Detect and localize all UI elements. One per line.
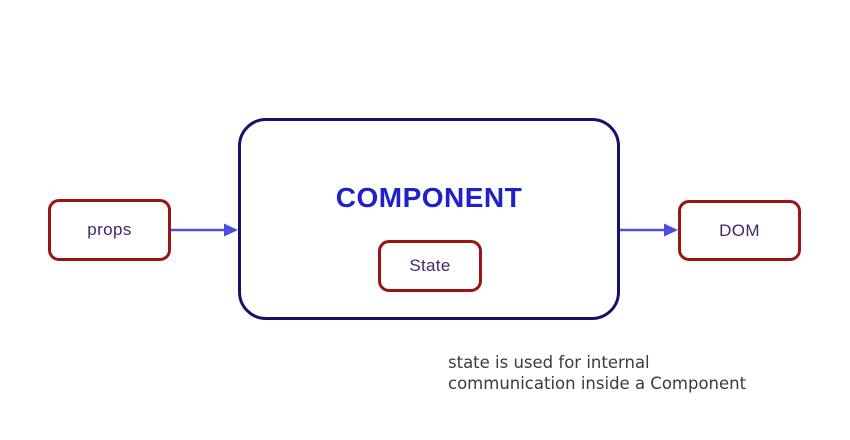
caption-line-2: communication inside a Component	[448, 374, 747, 393]
caption-line-1: state is used for internal	[448, 353, 650, 372]
node-props-label: props	[87, 220, 132, 239]
arrow-component-to-dom-icon	[620, 223, 678, 237]
node-state: State	[378, 240, 482, 292]
arrow-props-to-component-icon	[171, 223, 238, 237]
node-component: COMPONENT State	[238, 118, 620, 320]
node-component-label: COMPONENT	[335, 182, 523, 213]
node-state-label: State	[409, 256, 451, 275]
node-props: props	[48, 199, 171, 261]
node-dom: DOM	[678, 200, 801, 261]
caption: state is used for internal communication…	[448, 352, 746, 394]
node-dom-label: DOM	[719, 220, 760, 240]
